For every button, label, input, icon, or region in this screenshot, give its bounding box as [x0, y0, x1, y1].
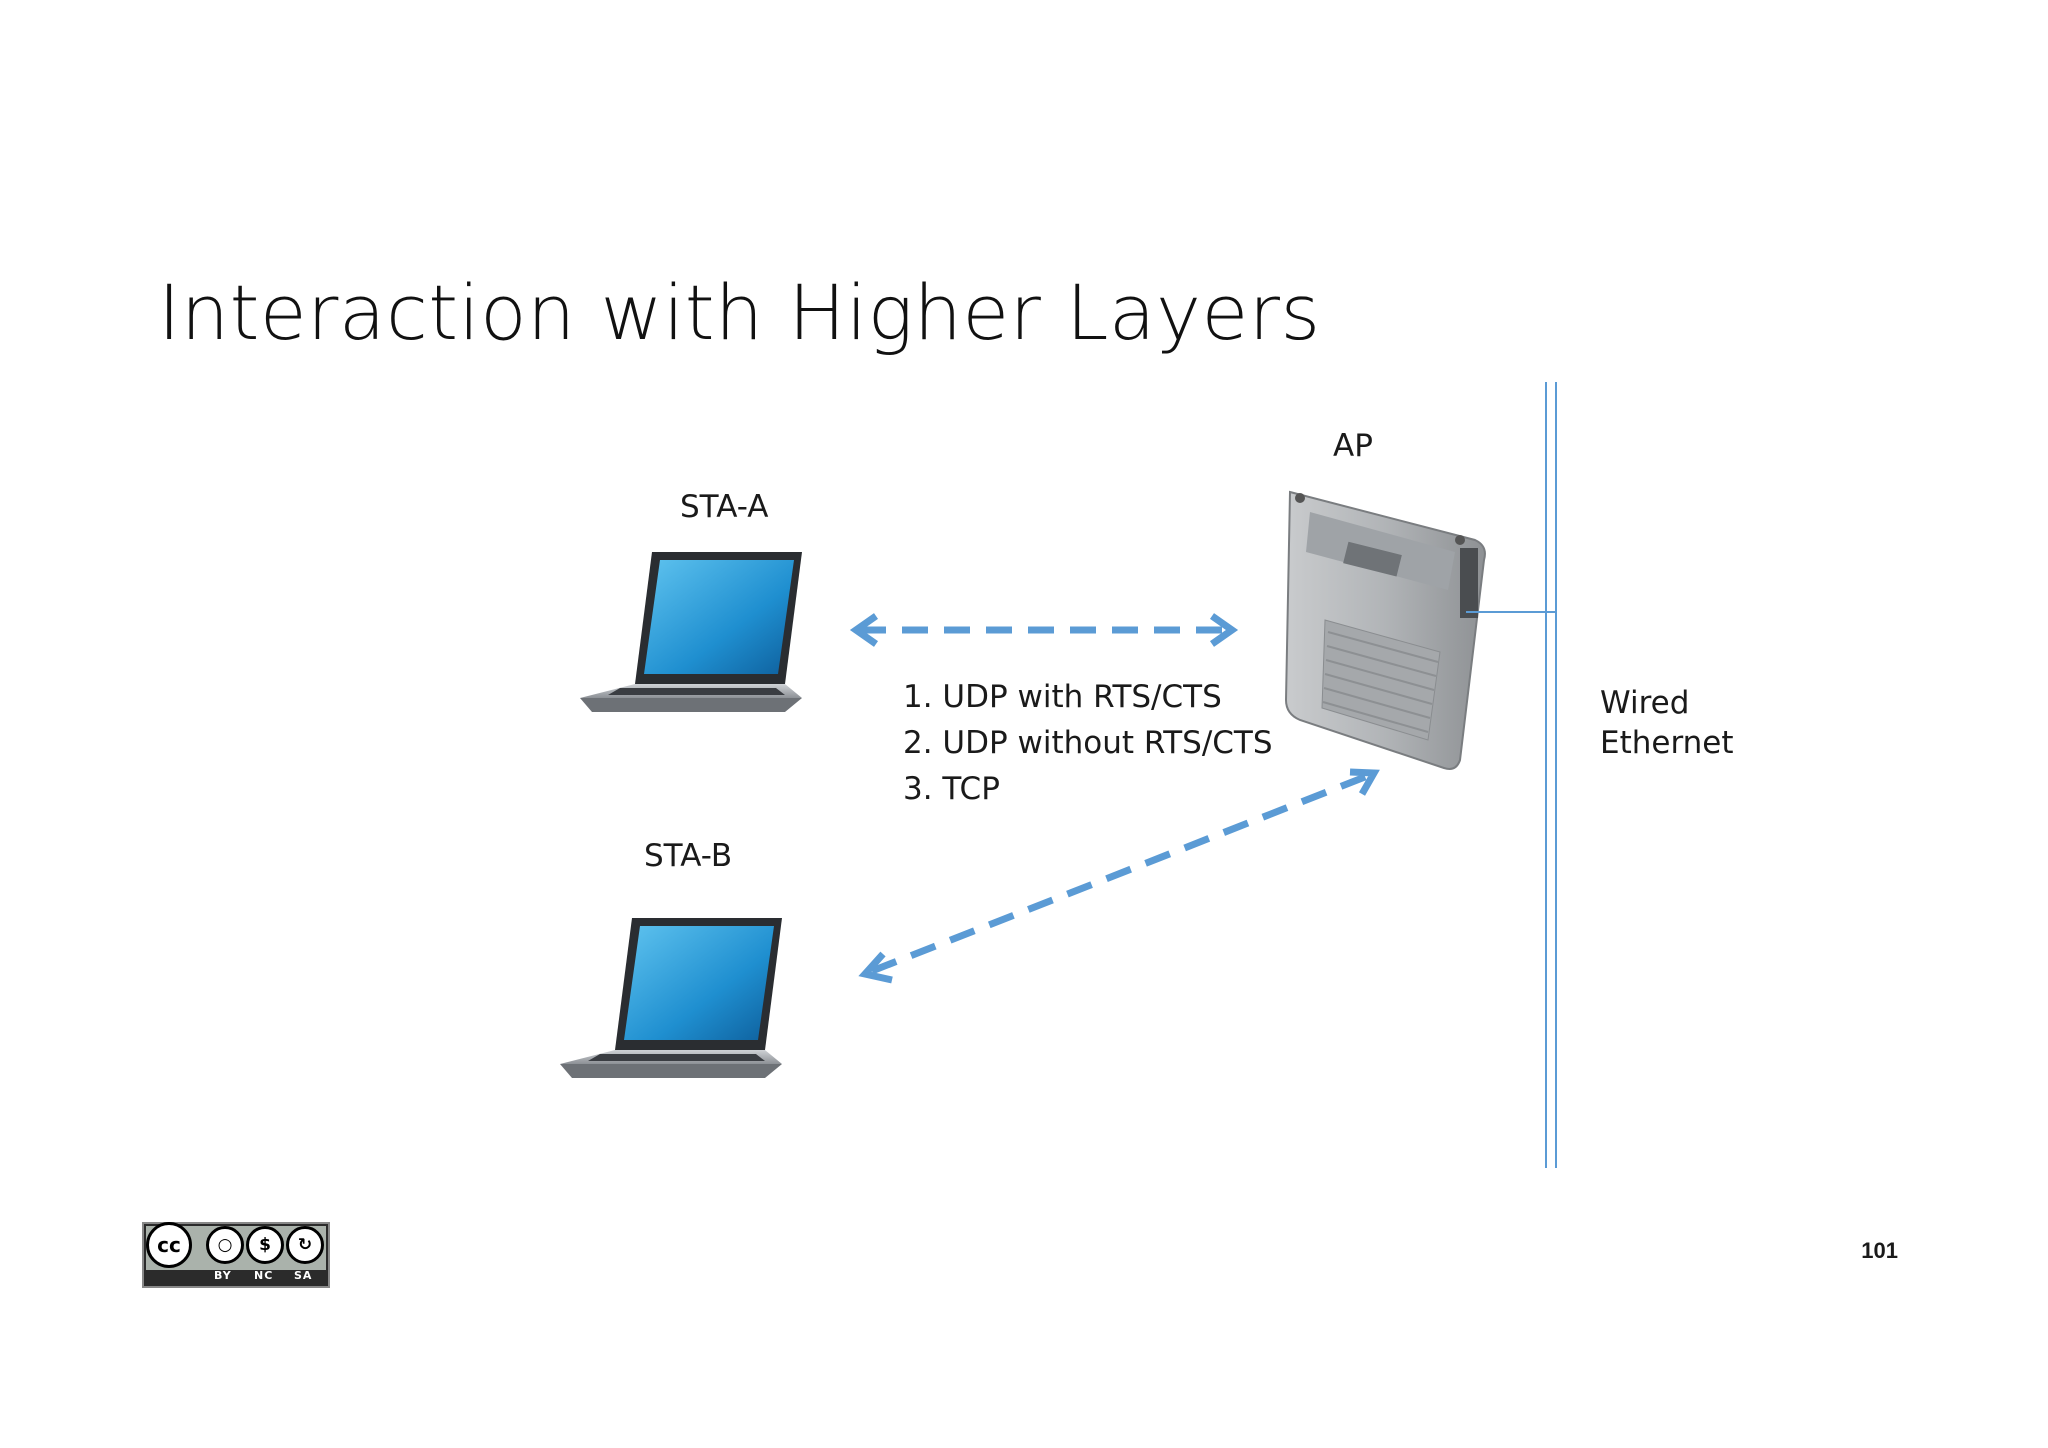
wired-label-line1: Wired	[1600, 685, 1690, 721]
cc-label-by: BY	[214, 1269, 232, 1282]
method-item: 1. UDP with RTS/CTS	[903, 679, 1222, 715]
ethernet-bus	[1545, 382, 1557, 1168]
access-point-icon	[1284, 490, 1486, 770]
laptop-sta-b-icon	[560, 918, 782, 1078]
method-item: 3. TCP	[903, 771, 1000, 807]
sta-a-label: STA-A	[680, 489, 769, 525]
wired-ethernet-label: Wired Ethernet	[1600, 683, 1734, 764]
share-alike-icon: ↻	[286, 1226, 324, 1264]
sta-b-label: STA-B	[644, 838, 733, 874]
person-icon: ○	[206, 1226, 244, 1264]
link-sta-b-ap-arrow	[858, 768, 1380, 984]
cc-label-nc: NC	[254, 1269, 274, 1282]
cc-icon: cc	[146, 1222, 192, 1268]
method-list: 1. UDP with RTS/CTS 2. UDP without RTS/C…	[903, 674, 1273, 812]
page-number: 101	[1861, 1238, 1898, 1263]
laptop-sta-a-icon	[580, 552, 802, 712]
cc-labels: BY NC SA	[144, 1268, 328, 1284]
method-item: 2. UDP without RTS/CTS	[903, 725, 1273, 761]
cc-license-badge: cc ○ $ ↻ BY NC SA	[142, 1222, 330, 1288]
dollar-strike-icon: $	[246, 1226, 284, 1264]
cc-label-sa: SA	[294, 1269, 313, 1282]
page-title: Interaction with Higher Layers	[158, 268, 1321, 357]
link-sta-a-ap-arrow	[849, 613, 1239, 647]
ap-label: AP	[1333, 428, 1373, 464]
wired-label-line2: Ethernet	[1600, 725, 1734, 762]
